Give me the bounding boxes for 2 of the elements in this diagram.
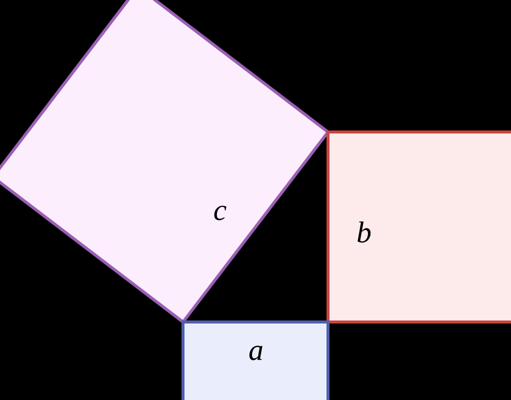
- square: b: [326, 130, 511, 324]
- square: a: [182, 320, 330, 400]
